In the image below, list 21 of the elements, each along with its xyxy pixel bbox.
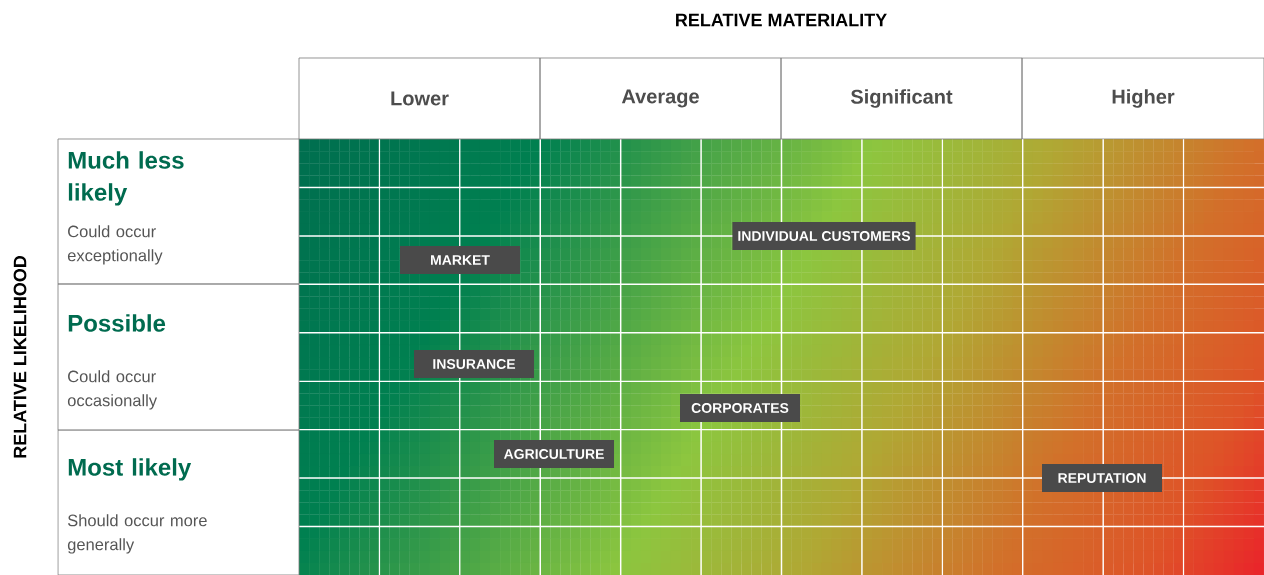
risk-label: INDIVIDUAL CUSTOMERS <box>732 222 916 250</box>
axis-title: RELATIVE MATERIALITY <box>676 13 887 27</box>
column-header: Lower <box>298 57 541 140</box>
row-heading: Much less likely <box>68 151 184 206</box>
row-box <box>57 429 300 575</box>
column-header: Higher <box>1021 57 1264 140</box>
row-description: Could occur occasionally <box>67 370 158 410</box>
row-box <box>57 283 300 431</box>
row-description: Could occur exceptionally <box>67 225 163 265</box>
risk-label: CORPORATES <box>680 394 800 422</box>
risk-label: AGRICULTURE <box>494 440 614 468</box>
column-header: Significant <box>780 57 1023 140</box>
column-header: Average <box>539 57 782 140</box>
row-box <box>57 138 300 285</box>
row-heading: Possible <box>68 314 166 332</box>
risk-label: REPUTATION <box>1042 464 1162 492</box>
row-heading: Most likely <box>68 458 192 481</box>
axis-title: RELATIVE LIKELIHOOD <box>13 255 27 458</box>
row-description: Should occur more generally <box>67 514 207 554</box>
risk-label: INSURANCE <box>414 350 534 378</box>
risk-label: MARKET <box>400 246 520 274</box>
